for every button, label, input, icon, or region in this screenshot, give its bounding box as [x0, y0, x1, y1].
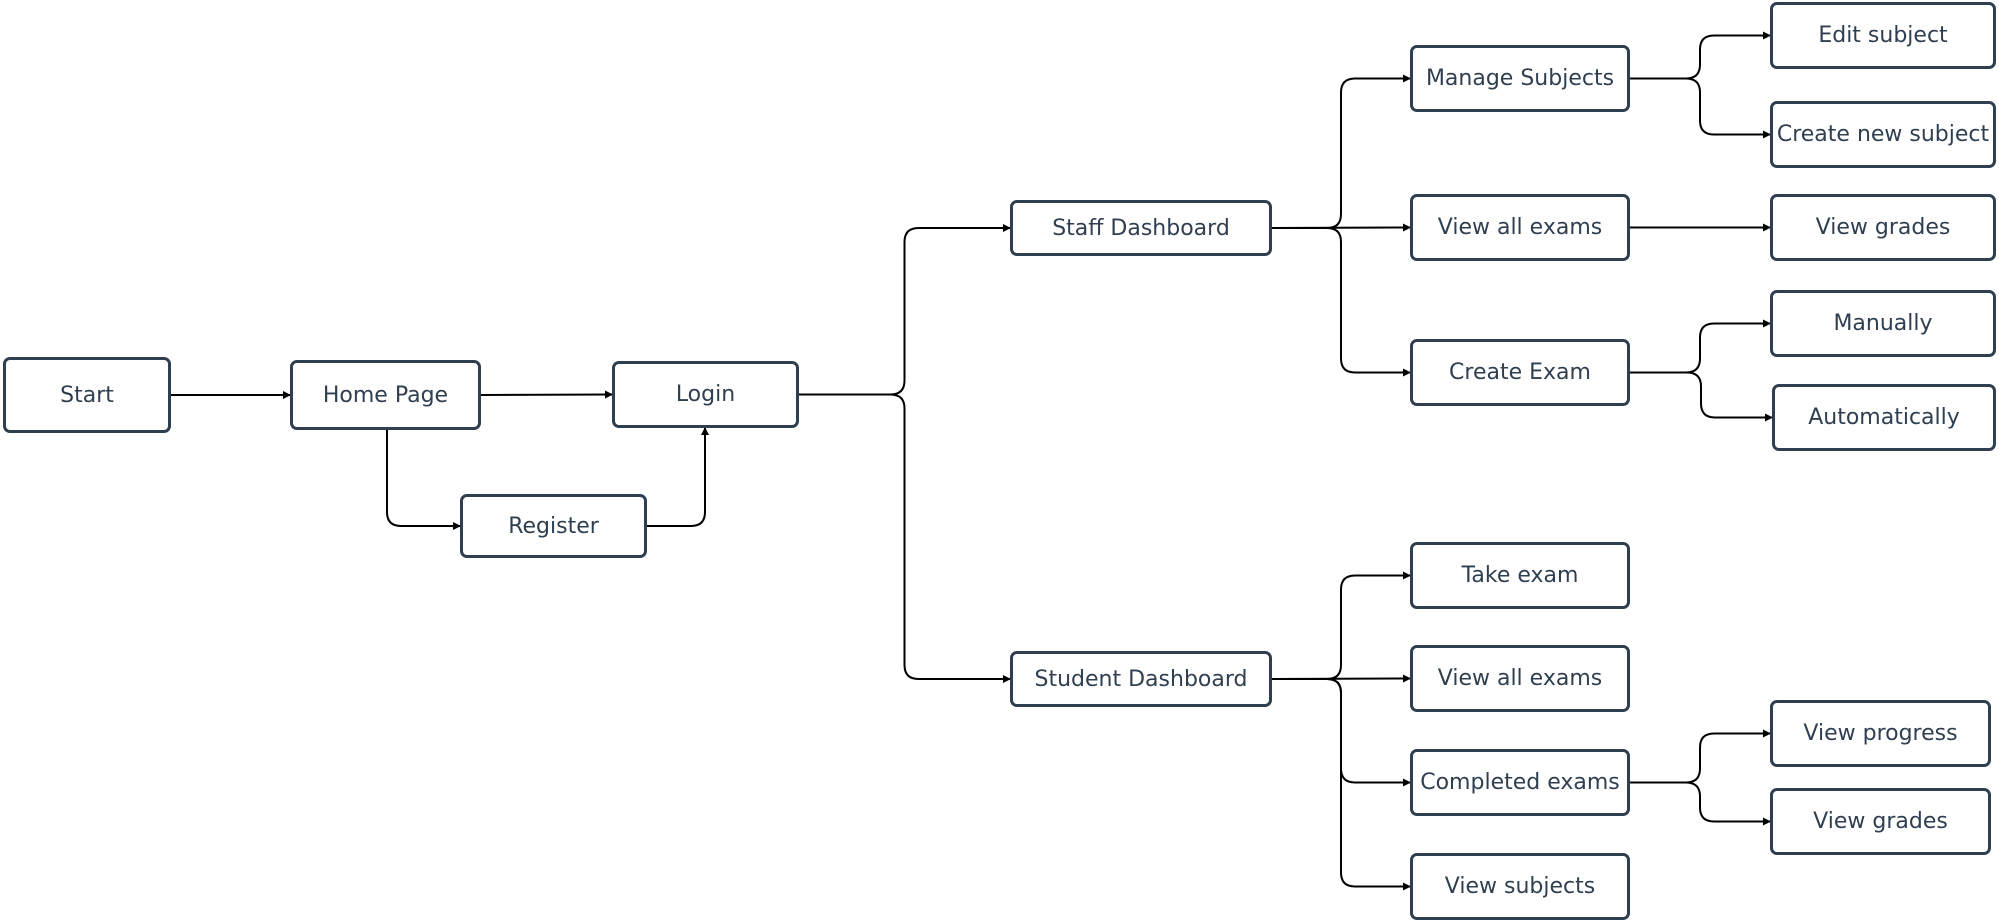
connector-create-exam-to-automatically — [1630, 371, 1773, 422]
connector-student-dashboard-to-take-exam — [1272, 571, 1411, 680]
connector-login-to-staff-dashboard — [799, 224, 1011, 396]
node-create-new-subject[interactable]: Create new subject — [1770, 101, 1996, 168]
connector-manage-subjects-to-create-new-subject — [1630, 77, 1771, 139]
connector-completed-exams-to-view-progress — [1630, 729, 1771, 784]
node-login-label: Login — [675, 382, 736, 407]
node-register-label: Register — [508, 513, 599, 539]
connector-student-dashboard-to-view-subjects — [1272, 678, 1411, 891]
node-staff-dashboard-label: Staff Dashboard — [1052, 215, 1230, 241]
node-view-subjects-label: View subjects — [1444, 874, 1596, 899]
connector-staff-dashboard-to-create-exam — [1272, 227, 1411, 377]
node-automatically[interactable]: Automatically — [1772, 384, 1996, 451]
node-start-label: Start — [60, 382, 114, 408]
connector-home-page-to-login — [480, 390, 613, 399]
node-home-page[interactable]: Home Page — [290, 360, 481, 430]
node-student-view-grades-label: View grades — [1813, 809, 1948, 834]
node-view-progress[interactable]: View progress — [1770, 700, 1991, 767]
node-student-dashboard[interactable]: Student Dashboard — [1010, 651, 1272, 707]
node-home-page-label: Home Page — [322, 382, 449, 408]
node-create-exam-label: Create Exam — [1449, 360, 1591, 385]
node-staff-view-grades-label: View grades — [1815, 215, 1951, 240]
node-manage-subjects[interactable]: Manage Subjects — [1410, 45, 1630, 112]
connector-register-to-login — [647, 427, 709, 527]
node-completed-exams[interactable]: Completed exams — [1410, 749, 1630, 816]
node-manually[interactable]: Manually — [1770, 290, 1996, 357]
node-staff-view-all-exams[interactable]: View all exams — [1410, 194, 1630, 261]
connector-home-page-to-register — [386, 430, 461, 530]
node-create-exam[interactable]: Create Exam — [1410, 339, 1630, 406]
node-edit-subject[interactable]: Edit subject — [1770, 2, 1996, 69]
node-student-view-grades[interactable]: View grades — [1770, 788, 1991, 855]
node-manually-label: Manually — [1833, 311, 1933, 336]
node-student-view-all-exams[interactable]: View all exams — [1410, 645, 1630, 712]
node-manage-subjects-label: Manage Subjects — [1425, 66, 1615, 91]
node-student-view-all-exams-label: View all exams — [1437, 666, 1603, 691]
connector-login-to-student-dashboard — [799, 393, 1011, 683]
node-edit-subject-label: Edit subject — [1818, 23, 1948, 48]
node-register[interactable]: Register — [460, 494, 647, 558]
connector-staff-dashboard-to-manage-subjects — [1272, 74, 1411, 229]
node-staff-dashboard[interactable]: Staff Dashboard — [1010, 200, 1272, 256]
node-create-new-subject-label: Create new subject — [1776, 122, 1990, 147]
node-view-progress-label: View progress — [1803, 721, 1958, 746]
connector-create-exam-to-manually — [1630, 319, 1771, 374]
node-start[interactable]: Start — [3, 357, 171, 433]
connector-manage-subjects-to-edit-subject — [1630, 31, 1771, 80]
node-take-exam[interactable]: Take exam — [1410, 542, 1630, 609]
node-view-subjects[interactable]: View subjects — [1410, 853, 1630, 920]
node-take-exam-label: Take exam — [1461, 563, 1579, 588]
node-staff-view-all-exams-label: View all exams — [1437, 215, 1603, 240]
node-login[interactable]: Login — [612, 361, 799, 428]
node-staff-view-grades[interactable]: View grades — [1770, 194, 1996, 261]
node-student-dashboard-label: Student Dashboard — [1034, 666, 1248, 692]
node-completed-exams-label: Completed exams — [1420, 770, 1620, 795]
connector-completed-exams-to-student-view-grades — [1630, 781, 1771, 826]
node-automatically-label: Automatically — [1808, 405, 1960, 430]
